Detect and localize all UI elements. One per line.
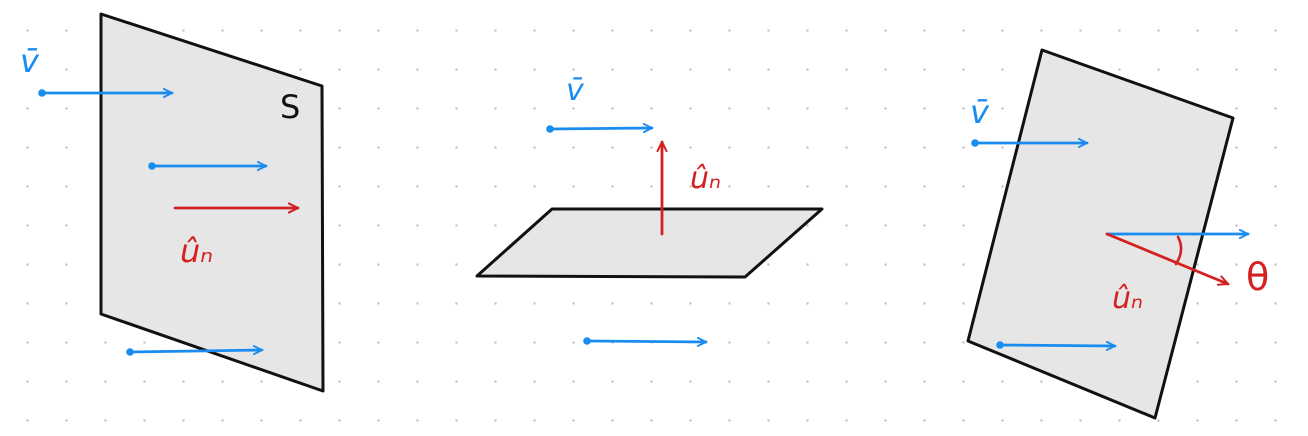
velocity-label: v̄ bbox=[970, 93, 990, 131]
velocity-vector bbox=[128, 350, 264, 352]
angle-label: θ bbox=[1246, 255, 1269, 299]
velocity-label: v̄ bbox=[566, 73, 585, 108]
surface-plane bbox=[475, 207, 824, 279]
normal-label: ûₙ bbox=[1112, 281, 1143, 316]
surface-plane bbox=[99, 12, 325, 393]
normal-vector bbox=[1105, 232, 1230, 284]
normal-label: ûₙ bbox=[690, 161, 721, 196]
velocity-vector bbox=[585, 341, 708, 342]
velocity-label: v̄ bbox=[20, 42, 40, 80]
panel-parallel: v̄ ûₙ bbox=[475, 73, 824, 345]
normal-label: ûₙ bbox=[180, 232, 213, 270]
surface-label: S bbox=[280, 88, 300, 126]
velocity-vector bbox=[548, 128, 654, 129]
angle-arc bbox=[1174, 235, 1183, 266]
panel-perpendicular: v̄ ûₙ S bbox=[20, 12, 325, 393]
panel-tilted: v̄ ûₙ θ bbox=[966, 48, 1269, 420]
velocity-vector bbox=[998, 345, 1117, 346]
